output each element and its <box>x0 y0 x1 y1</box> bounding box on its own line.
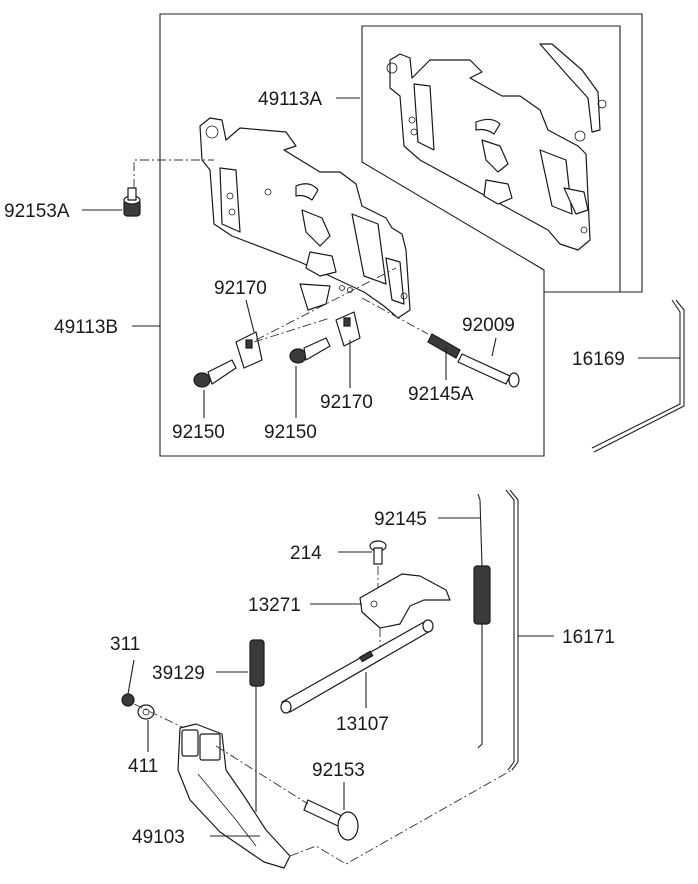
label-92145: 92145 <box>374 509 427 530</box>
spring-39129 <box>249 639 265 812</box>
screw-92150-left <box>193 359 237 388</box>
control-panel-49113A <box>386 43 607 251</box>
label-92009: 92009 <box>462 315 515 336</box>
label-411: 411 <box>128 756 158 777</box>
label-92170-mid: 92170 <box>320 392 373 413</box>
screw-92150-mid <box>289 337 331 364</box>
spring-rod-92145 <box>473 493 491 749</box>
label-16171: 16171 <box>562 627 615 648</box>
pin-92009 <box>457 353 520 388</box>
clip-92170-left <box>235 331 263 369</box>
nut-311 <box>121 693 135 707</box>
label-13271: 13271 <box>248 595 301 616</box>
label-92150-left: 92150 <box>172 422 225 443</box>
leader-lines <box>82 97 680 837</box>
bolt-92153 <box>303 799 359 841</box>
label-92145A: 92145A <box>408 384 474 405</box>
bracket-13271 <box>359 573 451 629</box>
label-214: 214 <box>290 543 322 564</box>
label-13107: 13107 <box>336 714 389 735</box>
control-panel-49113B <box>199 117 411 319</box>
lever-49103 <box>177 723 291 869</box>
label-49103: 49103 <box>132 827 185 848</box>
label-92170-top: 92170 <box>214 278 267 299</box>
label-92150-mid: 92150 <box>264 422 317 443</box>
bolt-92153A <box>123 187 141 217</box>
washer-411 <box>137 704 155 720</box>
screw-214 <box>369 540 387 565</box>
label-16169: 16169 <box>572 349 625 370</box>
assembly-box-49113A <box>361 25 621 293</box>
label-311: 311 <box>110 634 140 655</box>
label-39129: 39129 <box>152 663 205 684</box>
spring-92145A <box>427 333 461 359</box>
label-92153A: 92153A <box>4 201 70 222</box>
label-92153: 92153 <box>312 760 365 781</box>
label-49113A: 49113A <box>258 89 322 110</box>
shaft-13107 <box>280 619 434 714</box>
rod-16169 <box>591 299 685 453</box>
rod-16171 <box>505 489 519 771</box>
clip-92170-right <box>335 311 361 347</box>
label-49113B: 49113B <box>54 317 118 338</box>
